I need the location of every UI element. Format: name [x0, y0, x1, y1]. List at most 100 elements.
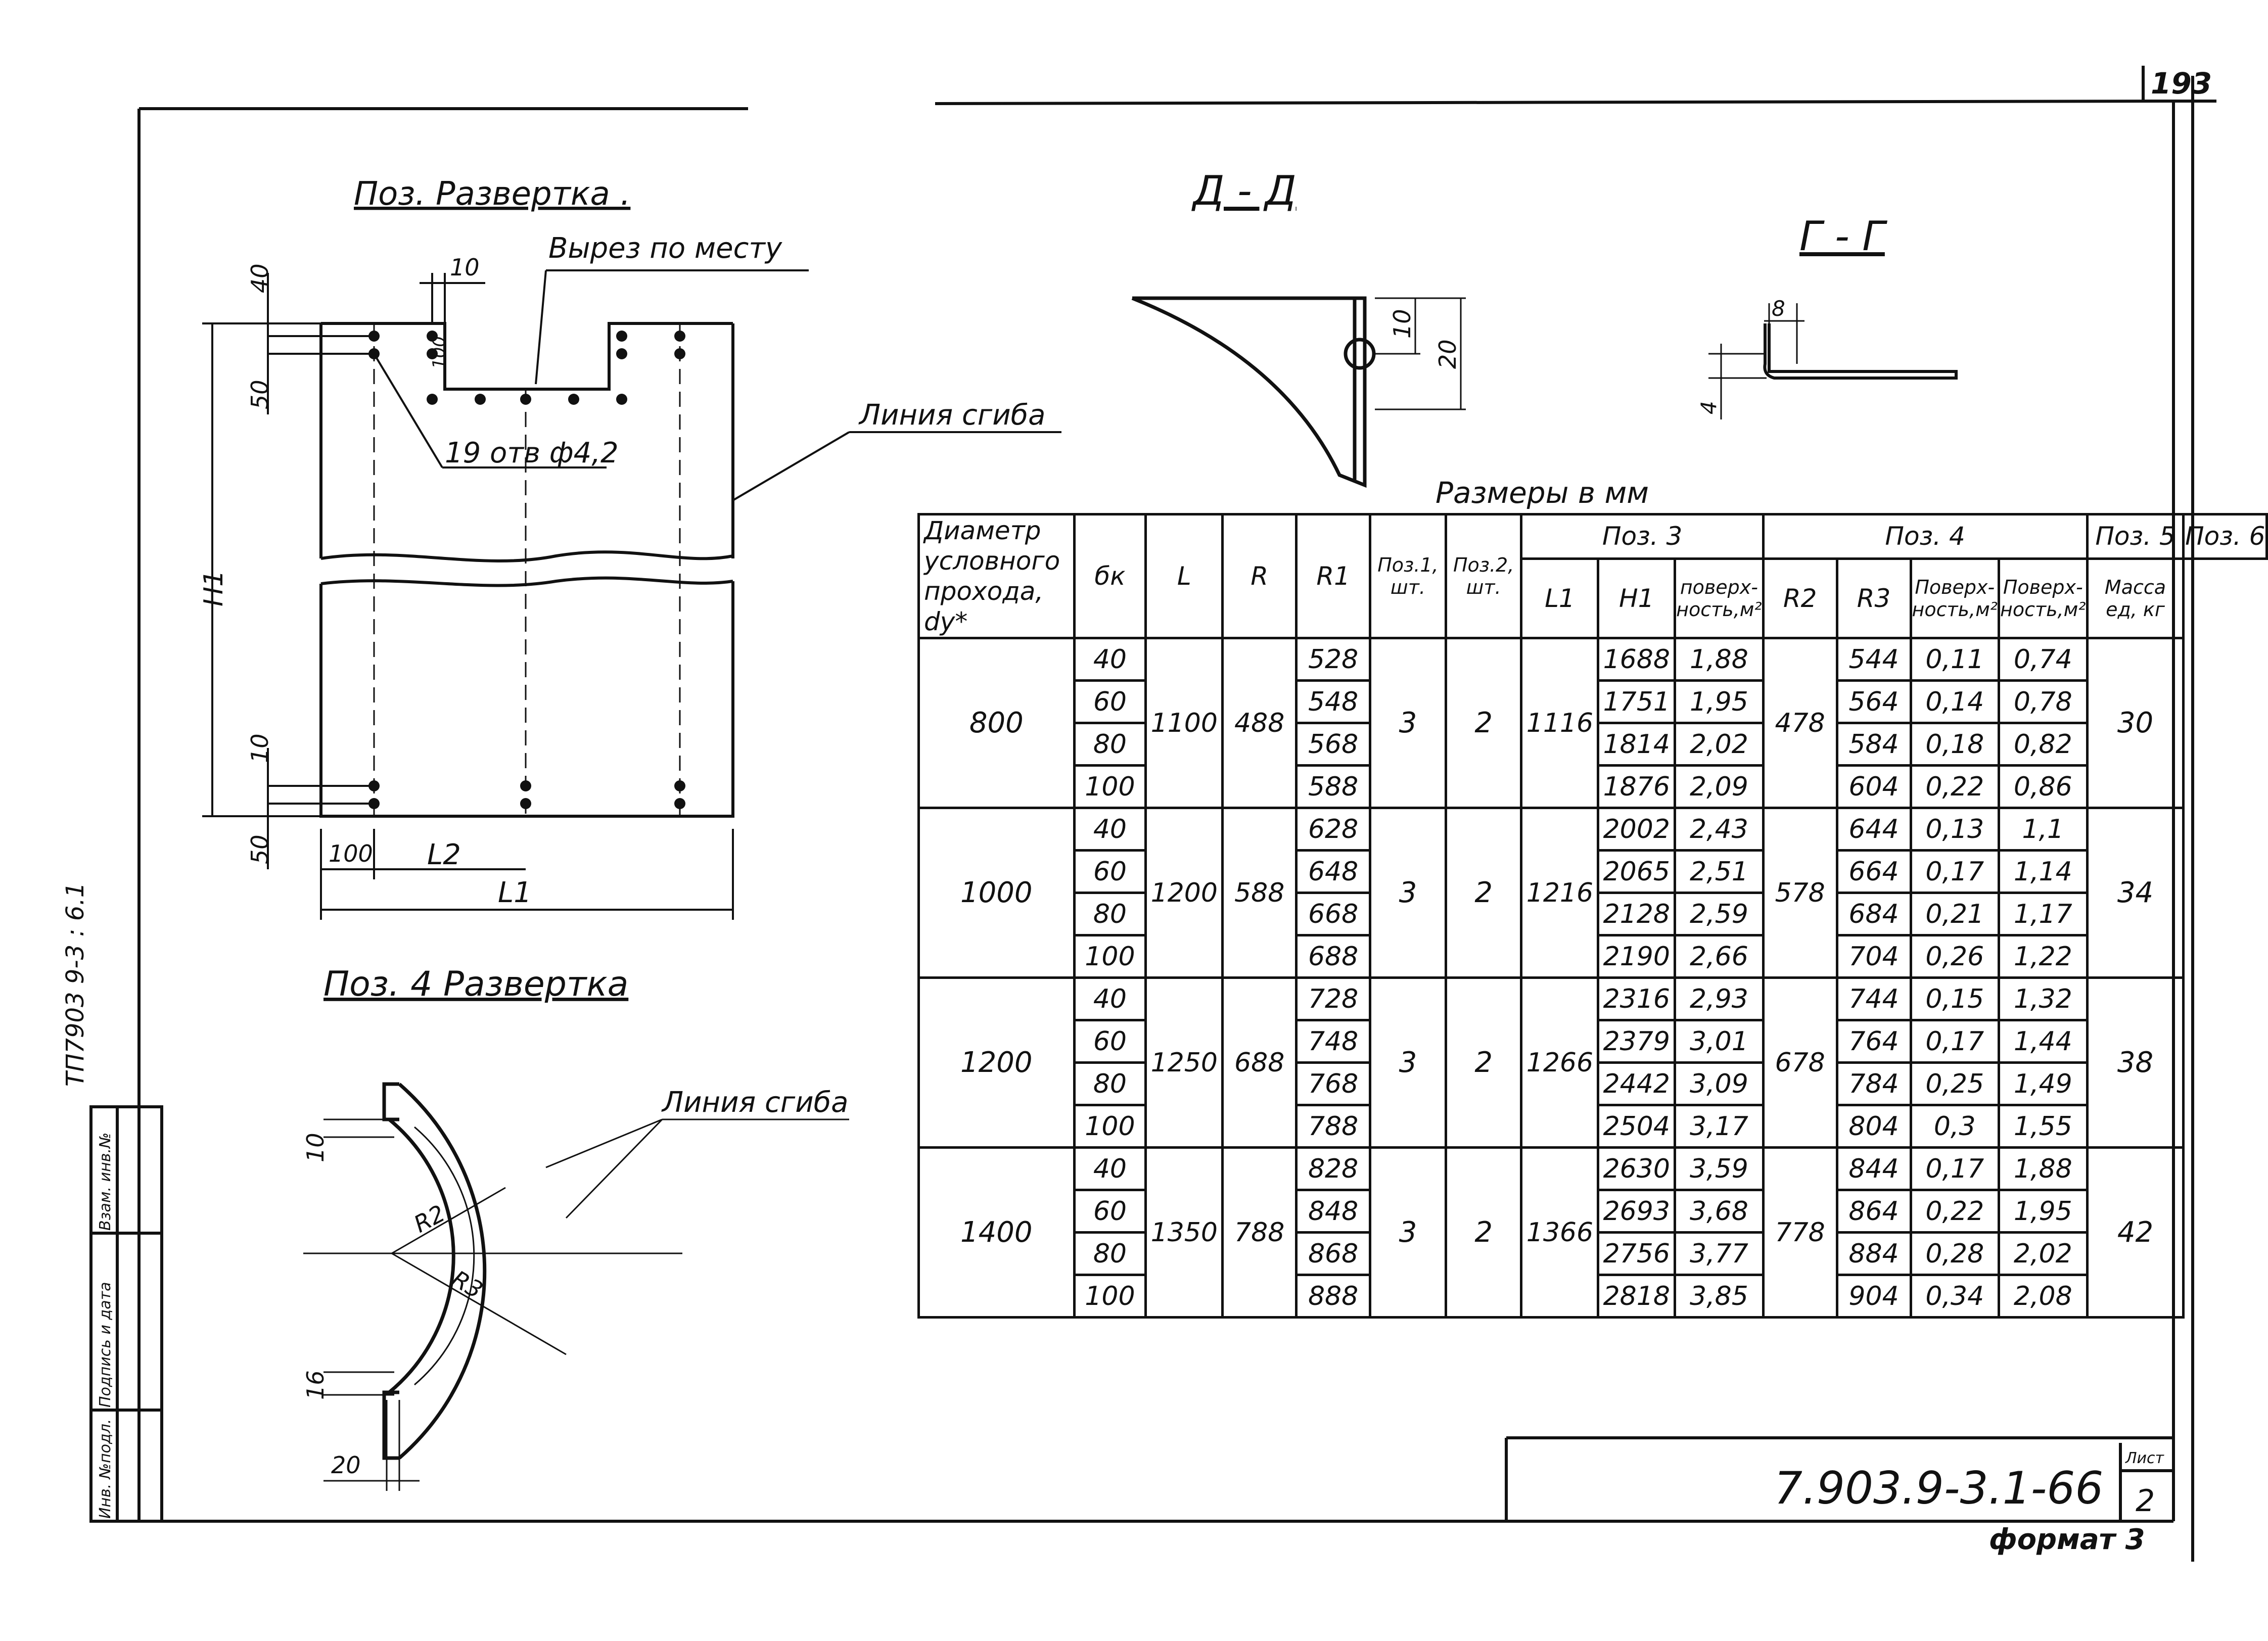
- col-pos5: Поз. 5: [2086, 513, 2185, 560]
- cell-mass: 30: [2086, 637, 2185, 809]
- cell-surf4: 0,25: [1909, 1061, 2001, 1106]
- cell-r1: 828: [1295, 1146, 1372, 1191]
- cell-r: 488: [1221, 637, 1298, 809]
- sheet-number: 2: [2136, 1483, 2155, 1519]
- cell-h1: 2442: [1597, 1061, 1677, 1106]
- cell-dy: 1000: [917, 807, 1076, 979]
- cell-surf3: 2,43: [1674, 807, 1765, 852]
- cell-h1: 2002: [1597, 807, 1677, 852]
- cell-r3: 764: [1835, 1019, 1912, 1064]
- cell-r3: 904: [1835, 1274, 1912, 1319]
- drawing-pos-sweep: Поз. Развертка .: [199, 175, 1061, 920]
- cell-surf3: 3,68: [1674, 1189, 1765, 1234]
- cell-surf4: 0,28: [1909, 1231, 2001, 1276]
- dim-100-bottom: 100: [329, 840, 373, 867]
- col-diameter: Диаметр условного прохода, dу*: [917, 513, 1076, 639]
- cell-r1: 728: [1295, 976, 1372, 1021]
- page-number: 193: [2151, 66, 2212, 101]
- dim-40: 40: [246, 263, 273, 293]
- cell-surf5: 0,74: [1998, 637, 2089, 682]
- dim-l2: L2: [427, 838, 461, 871]
- cell-surf5: 1,17: [1998, 892, 2089, 936]
- pos4-bend-label: Линия сгиба: [661, 1086, 848, 1119]
- cell-r1: 848: [1295, 1189, 1372, 1234]
- dim-l1: L1: [498, 876, 532, 909]
- cell-pos1: 3: [1369, 1146, 1447, 1319]
- cell-surf4: 0,18: [1909, 722, 2001, 767]
- cell-h1: 2065: [1597, 849, 1677, 894]
- stamp-label-2: Подпись и дата: [97, 1282, 114, 1408]
- cell-h1: 1751: [1597, 679, 1677, 724]
- bend-label: Линия сгиба: [858, 399, 1045, 432]
- col-l: L: [1144, 513, 1224, 639]
- cell-surf4: 0,14: [1909, 679, 2001, 724]
- cell-surf4: 0,26: [1909, 934, 2001, 979]
- pos4-dim-10: 10: [302, 1133, 329, 1162]
- cell-h1: 2504: [1597, 1104, 1677, 1149]
- gg-dim-4: 4: [1696, 401, 1721, 414]
- drawing-pos4-sweep: Поз. 4 Развертка 10 16 20 R2 R3: [302, 964, 849, 1491]
- cell-r3: 804: [1835, 1104, 1912, 1149]
- pos-sweep-title: Поз. Развертка .: [354, 175, 630, 213]
- holes-label: 19 отв ф4,2: [445, 437, 619, 470]
- col-pos6: Поз. 6: [2182, 513, 2268, 560]
- cell-r3: 644: [1835, 807, 1912, 852]
- cell-surf3: 1,95: [1674, 679, 1765, 724]
- cell-r1: 548: [1295, 679, 1372, 724]
- dd-dim-10: 10: [1388, 309, 1416, 339]
- cell-surf3: 3,59: [1674, 1146, 1765, 1191]
- cell-bk: 80: [1073, 1061, 1147, 1106]
- cell-r1: 648: [1295, 849, 1372, 894]
- cell-bk: 100: [1073, 934, 1147, 979]
- cell-surf4: 0,13: [1909, 807, 2001, 852]
- gg-dim-8: 8: [1772, 296, 1785, 321]
- cell-surf5: 2,08: [1998, 1274, 2089, 1319]
- dd-dim-20: 20: [1434, 339, 1461, 369]
- pos4-dim-20: 20: [331, 1451, 361, 1479]
- col-l1: L1: [1520, 557, 1600, 640]
- cell-bk: 60: [1073, 849, 1147, 894]
- cell-r3: 664: [1835, 849, 1912, 894]
- col-r: R: [1221, 513, 1298, 639]
- cell-r: 688: [1221, 976, 1298, 1149]
- cell-surf4: 0,22: [1909, 1189, 2001, 1234]
- cell-surf5: 2,02: [1998, 1231, 2089, 1276]
- cell-r1: 628: [1295, 807, 1372, 852]
- cell-r1: 528: [1295, 637, 1372, 682]
- dim-10-bottom: 10: [246, 733, 273, 763]
- cell-dy: 1200: [917, 976, 1076, 1149]
- cell-h1: 2128: [1597, 892, 1677, 936]
- section-dd-title: Д - Д: [1191, 167, 1297, 214]
- dim-100-hole: 100: [429, 336, 449, 369]
- col-mass: Масса ед, кг: [2086, 557, 2185, 640]
- cell-r1: 748: [1295, 1019, 1372, 1064]
- col-surf5: Поверх- ность,м²: [1998, 557, 2089, 640]
- cell-r1: 788: [1295, 1104, 1372, 1149]
- cell-mass: 34: [2086, 807, 2185, 979]
- cell-bk: 40: [1073, 976, 1147, 1021]
- cell-bk: 80: [1073, 722, 1147, 767]
- cell-h1: 2693: [1597, 1189, 1677, 1234]
- cell-r2: 678: [1762, 976, 1838, 1149]
- pos4-dim-16: 16: [302, 1370, 329, 1400]
- stamp-label-3: Инв. №подл.: [97, 1419, 114, 1519]
- cell-pos1: 3: [1369, 637, 1447, 809]
- cell-r3: 844: [1835, 1146, 1912, 1191]
- cell-bk: 60: [1073, 1019, 1147, 1064]
- cell-r3: 564: [1835, 679, 1912, 724]
- col-bk: бк: [1073, 513, 1147, 639]
- cell-r1: 568: [1295, 722, 1372, 767]
- cell-r1: 888: [1295, 1274, 1372, 1319]
- cell-h1: 2630: [1597, 1146, 1677, 1191]
- cell-bk: 40: [1073, 637, 1147, 682]
- cell-r3: 604: [1835, 764, 1912, 809]
- cell-surf3: 2,51: [1674, 849, 1765, 894]
